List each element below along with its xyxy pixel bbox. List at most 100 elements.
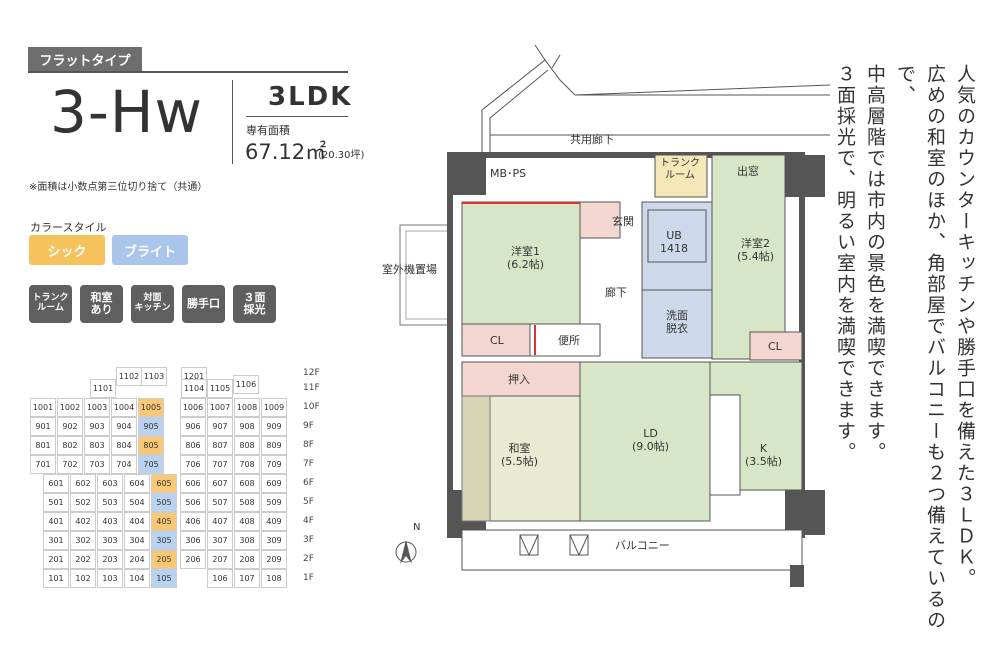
unit-cell: 208 (234, 550, 260, 569)
unit-cell: 204 (124, 550, 150, 569)
area-value: 67.12㎡ (245, 140, 327, 164)
unit-cell: 607 (207, 474, 233, 493)
unit-cell: 1002 (57, 398, 83, 417)
unit-cell: 702 (57, 455, 83, 474)
unit-cell: 1104 (181, 379, 207, 398)
unit-cell: 502 (70, 493, 96, 512)
unit-cell: 1003 (84, 398, 110, 417)
unit-cell: 801 (30, 436, 56, 455)
unit-cell: 705 (138, 455, 164, 474)
unit-cell: 309 (261, 531, 287, 550)
unit-cell: 1001 (30, 398, 56, 417)
unit-cell: 808 (234, 436, 260, 455)
unit-cell: 902 (57, 417, 83, 436)
unit-cell: 904 (111, 417, 137, 436)
unit-cell: 1102 (116, 367, 142, 386)
unit-cell: 1007 (207, 398, 233, 417)
plan-name: 3-Hw (50, 78, 203, 146)
unit-cell: 203 (97, 550, 123, 569)
unit-cell: 307 (207, 531, 233, 550)
unit-cell: 809 (261, 436, 287, 455)
floor-label: 12F (303, 368, 320, 378)
floor-label: 11F (303, 383, 320, 393)
unit-cell: 106 (207, 569, 233, 588)
unit-cell: 1006 (180, 398, 206, 417)
unit-cell: 406 (180, 512, 206, 531)
unit-cell: 301 (43, 531, 69, 550)
unit-cell: 407 (207, 512, 233, 531)
unit-cell: 806 (180, 436, 206, 455)
chic-style-button[interactable]: シック (29, 235, 105, 265)
layout-type: 3LDK (268, 82, 353, 112)
unit-cell: 901 (30, 417, 56, 436)
unit-cell: 604 (124, 474, 150, 493)
closet1-label: CL (490, 334, 504, 347)
unit-cell: 609 (261, 474, 287, 493)
unit-cell: 909 (261, 417, 287, 436)
hallway-label: 廊下 (605, 286, 627, 299)
feature-trunk-room: トランク ルーム (29, 285, 72, 323)
western-room1-label: 洋室1 (6.2帖) (507, 245, 545, 271)
unit-cell: 802 (57, 436, 83, 455)
feature-counter-kitchen: 対面 キッチン (131, 285, 174, 323)
western-room2-label: 洋室2 (5.4帖) (737, 237, 775, 263)
unit-cell: 202 (70, 550, 96, 569)
bright-style-button[interactable]: ブライト (112, 235, 188, 265)
unit-cell: 101 (43, 569, 69, 588)
unit-cell: 103 (97, 569, 123, 588)
closet2-label: CL (768, 340, 782, 353)
toilet-label: 便所 (558, 334, 580, 347)
description: 人気のカウンターキッチンや勝手口を備えた３ＬＤＫ。 広めの和室のほか、角部屋でバ… (830, 64, 980, 644)
unit-cell: 1103 (141, 367, 167, 386)
unit-cell: 906 (180, 417, 206, 436)
unit-cell: 1101 (90, 379, 116, 398)
unit-cell: 508 (234, 493, 260, 512)
unit-cell: 606 (180, 474, 206, 493)
mbps-label: MB･PS (490, 167, 527, 180)
living-dining-label: LD (9.0帖) (632, 427, 670, 453)
unit-cell: 605 (151, 474, 177, 493)
area-note: ※面積は小数点第三位切り捨て（共通） (29, 182, 208, 193)
header-divider (28, 71, 348, 73)
floor-label: 9F (303, 421, 314, 431)
floor-label: 5F (303, 497, 314, 507)
feature-back-door: 勝手口 (182, 285, 225, 323)
unit-cell: 701 (30, 455, 56, 474)
unit-cell: 807 (207, 436, 233, 455)
unit-cell: 708 (234, 455, 260, 474)
unit-cell: 1009 (261, 398, 287, 417)
floor-label: 7F (303, 459, 314, 469)
floor-label: 8F (303, 440, 314, 450)
unit-cell: 102 (70, 569, 96, 588)
unit-cell: 107 (234, 569, 260, 588)
unit-cell: 401 (43, 512, 69, 531)
floor-label: 6F (303, 478, 314, 488)
unit-cell: 105 (151, 569, 177, 588)
unit-cell: 504 (124, 493, 150, 512)
japanese-room-label: 和室 (5.5帖) (501, 442, 539, 468)
floor-label: 2F (303, 554, 314, 564)
unit-cell: 507 (207, 493, 233, 512)
unit-cell: 1004 (111, 398, 137, 417)
unit-cell: 709 (261, 455, 287, 474)
floor-plan (395, 44, 831, 587)
floor-label: 4F (303, 516, 314, 526)
unit-cell: 108 (261, 569, 287, 588)
area-label: 専有面積 (246, 124, 290, 137)
unit-cell: 1106 (233, 375, 259, 394)
unit-cell: 205 (151, 550, 177, 569)
unit-cell: 907 (207, 417, 233, 436)
unit-bath-label: UB 1418 (660, 229, 688, 255)
unit-cell: 602 (70, 474, 96, 493)
unit-cell: 206 (180, 550, 206, 569)
description-line: ３面採光で、明るい室内を満喫できます。 (834, 64, 856, 463)
vertical-divider (232, 80, 233, 164)
unit-cell: 803 (84, 436, 110, 455)
balcony-label: バルコニー (615, 539, 670, 552)
unit-cell: 408 (234, 512, 260, 531)
unit-cell: 409 (261, 512, 287, 531)
unit-cell: 707 (207, 455, 233, 474)
unit-cell: 503 (97, 493, 123, 512)
unit-cell: 403 (97, 512, 123, 531)
